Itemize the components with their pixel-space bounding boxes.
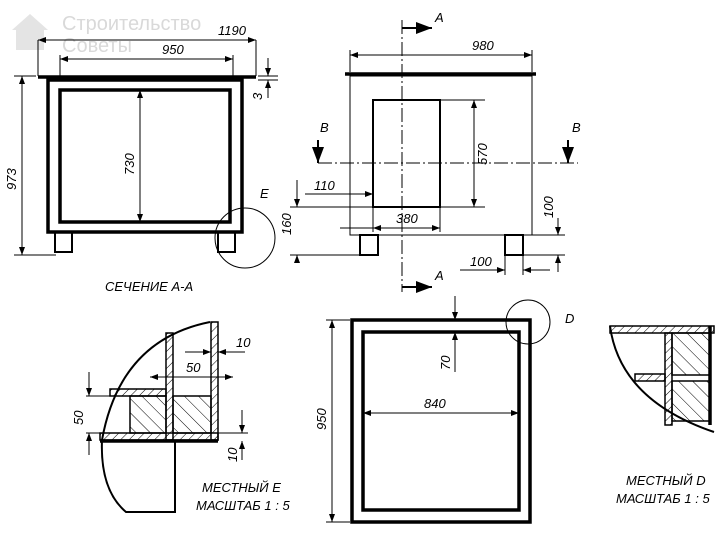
dim-door-width: 380 xyxy=(396,211,418,226)
dim-leg-width: 100 xyxy=(470,254,492,269)
section-aa-view: 1190 950 3 973 730 E СЕЧЕНИЕ А-А xyxy=(4,23,278,294)
dim-leg-height: 160 xyxy=(279,213,294,235)
detail-e-dim-width-50: 50 xyxy=(186,360,201,375)
detail-d-caption-line2: МАСШТАБ 1 : 5 xyxy=(616,491,710,506)
section-a-top-label: A xyxy=(434,10,444,25)
dim-total-width: 1190 xyxy=(218,23,247,38)
detail-d-caption-line1: МЕСТНЫЙ D xyxy=(626,472,706,488)
plan-view: 950 840 70 D xyxy=(314,296,574,524)
dim-rail: 70 xyxy=(438,355,453,370)
dim-inner-height: 730 xyxy=(122,153,137,175)
house-icon xyxy=(12,14,48,50)
dim-right-height: 100 xyxy=(541,196,556,218)
dim-width: 980 xyxy=(472,38,494,53)
front-view: A A B B 980 570 110 160 380 100 100 xyxy=(279,10,581,293)
detail-e-dim-top-10: 10 xyxy=(236,335,251,350)
dim-door-offset: 110 xyxy=(314,178,335,193)
dim-top-thickness: 3 xyxy=(250,92,265,100)
dim-depth: 950 xyxy=(314,408,329,430)
dim-plan-inner-width: 840 xyxy=(424,396,446,411)
watermark-line1: Строительство xyxy=(62,13,201,35)
section-b-left-label: B xyxy=(320,120,329,135)
dim-total-height: 973 xyxy=(4,168,19,190)
detail-marker-d: D xyxy=(565,311,574,326)
section-aa-caption: СЕЧЕНИЕ А-А xyxy=(105,279,193,294)
dim-door-height: 570 xyxy=(475,143,490,165)
detail-d: МЕСТНЫЙ D МАСШТАБ 1 : 5 xyxy=(609,325,715,506)
section-a-bottom-label: A xyxy=(434,268,444,283)
detail-e-dim-bottom-10: 10 xyxy=(225,447,240,462)
dim-inner-width: 950 xyxy=(162,42,184,57)
detail-e-dim-height-50: 50 xyxy=(71,410,86,425)
watermark-line2: Советы xyxy=(62,35,132,57)
section-b-right-label: B xyxy=(572,120,581,135)
detail-marker-e: E xyxy=(260,186,269,201)
detail-e-caption-line2: МАСШТАБ 1 : 5 xyxy=(196,498,290,513)
detail-e-caption-line1: МЕСТНЫЙ Е xyxy=(202,479,281,495)
detail-e: 10 50 50 10 МЕСТНЫЙ Е МАСШТАБ 1 : 5 xyxy=(71,321,290,513)
